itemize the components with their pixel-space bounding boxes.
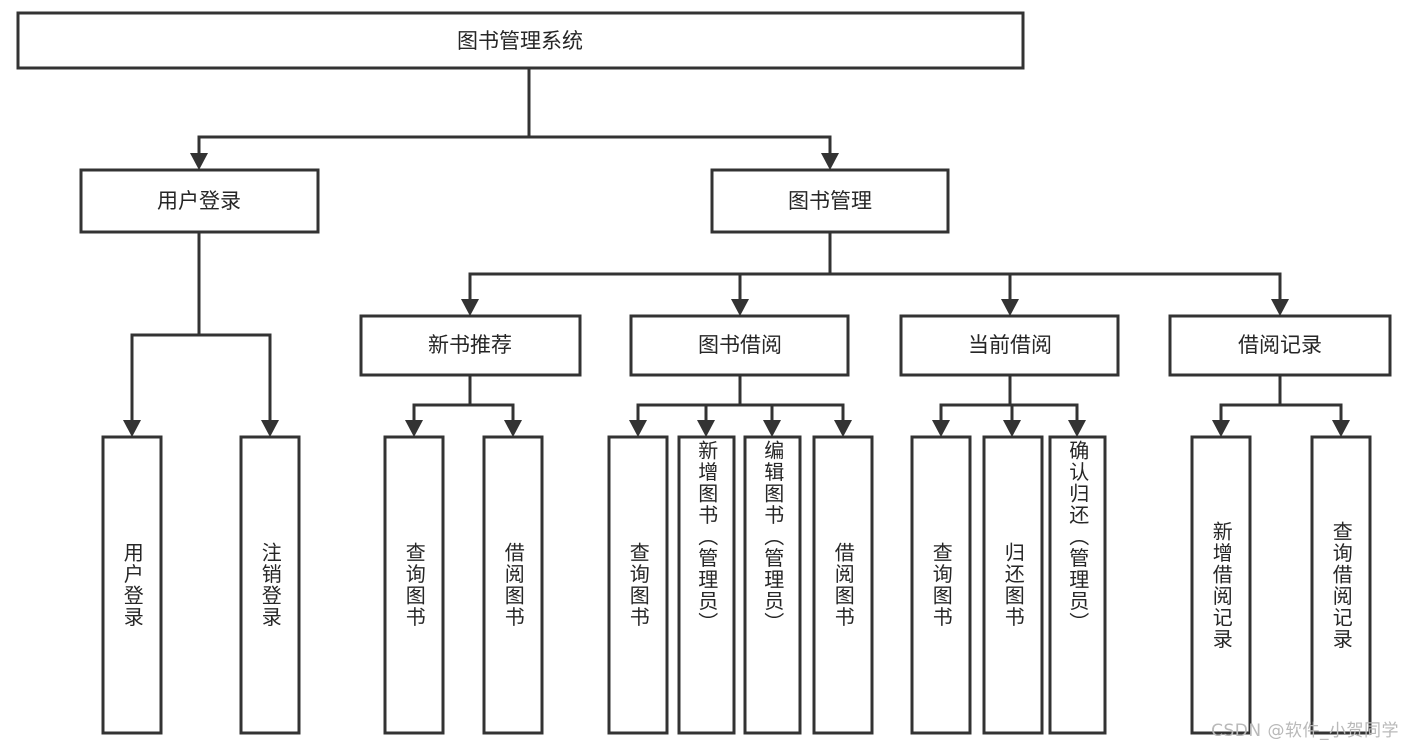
- node-root-system[interactable]: 图书管理系统: [16, 11, 1025, 70]
- arrowhead-current-leaf-3: [1068, 420, 1086, 437]
- node-label-root-system: 图书管理系统: [457, 29, 583, 53]
- node-label-book-management: 图书管理: [788, 189, 872, 213]
- leaf-rect-query-book-current[interactable]: [910, 435, 972, 735]
- leaf-rect-query-borrow-record[interactable]: [1310, 435, 1372, 735]
- leaf-rect-logout[interactable]: [239, 435, 301, 735]
- connector-group-new-book: [405, 373, 522, 437]
- arrowhead-current-leaf-1: [932, 420, 950, 437]
- arrowhead-borrow-leaf-4: [834, 420, 852, 437]
- node-label-current-borrow: 当前借阅: [968, 333, 1052, 357]
- node-label-borrow-record: 借阅记录: [1238, 333, 1322, 357]
- leaf-rect-query-book-borrow[interactable]: [607, 435, 669, 735]
- arrowhead-new-book-leaf-2: [504, 420, 522, 437]
- node-label-user-login: 用户登录: [157, 189, 241, 213]
- node-current-borrow[interactable]: 当前借阅: [899, 314, 1120, 377]
- leaf-rect-add-borrow-record[interactable]: [1190, 435, 1252, 735]
- node-user-login[interactable]: 用户登录: [79, 168, 320, 234]
- arrowhead-root-to-book-mgmt: [821, 153, 839, 170]
- connector-group-book-mgmt: [461, 230, 1289, 316]
- leaf-rect-user-login[interactable]: [101, 435, 163, 735]
- arrowhead-book-mgmt-to-borrow: [731, 299, 749, 316]
- node-new-book-recommend[interactable]: 新书推荐: [359, 314, 582, 377]
- arrowhead-root-to-user-login: [190, 153, 208, 170]
- leaf-rect-confirm-return-admin[interactable]: [1048, 435, 1107, 735]
- arrowhead-record-leaf-2: [1332, 420, 1350, 437]
- leaf-rect-borrow-book-recommend[interactable]: [482, 435, 544, 735]
- arrowhead-record-leaf-1: [1212, 420, 1230, 437]
- node-book-borrow[interactable]: 图书借阅: [629, 314, 850, 377]
- node-book-management[interactable]: 图书管理: [710, 168, 950, 234]
- leaf-rect-query-book-recommend[interactable]: [383, 435, 445, 735]
- csdn-watermark: CSDN @软件_小贺同学: [1211, 721, 1399, 741]
- leaf-rect-return-book[interactable]: [982, 435, 1044, 735]
- arrowhead-book-mgmt-to-record: [1271, 299, 1289, 316]
- arrowhead-book-mgmt-to-new-book: [461, 299, 479, 316]
- arrowhead-new-book-leaf-1: [405, 420, 423, 437]
- arrowhead-user-login-leaf-1: [123, 420, 141, 437]
- node-label-new-book-recommend: 新书推荐: [428, 333, 512, 357]
- arrowhead-borrow-leaf-3: [763, 420, 781, 437]
- arrowhead-borrow-leaf-2: [697, 420, 715, 437]
- leaf-rect-edit-book-admin[interactable]: [743, 435, 802, 735]
- arrowhead-borrow-leaf-1: [629, 420, 647, 437]
- connector-group-root: [190, 66, 839, 170]
- connector-group-borrow: [629, 373, 852, 437]
- arrowhead-user-login-leaf-2: [261, 420, 279, 437]
- arrowhead-current-leaf-2: [1003, 420, 1021, 437]
- node-borrow-record[interactable]: 借阅记录: [1168, 314, 1392, 377]
- arrowhead-book-mgmt-to-current: [1001, 299, 1019, 316]
- node-label-book-borrow: 图书借阅: [698, 333, 782, 357]
- connector-group-current-borrow: [932, 373, 1086, 437]
- connector-group-borrow-record: [1212, 373, 1350, 437]
- leaf-rect-borrow-book[interactable]: [812, 435, 874, 735]
- leaf-rect-add-book-admin[interactable]: [677, 435, 736, 735]
- connector-group-user-login: [123, 230, 279, 437]
